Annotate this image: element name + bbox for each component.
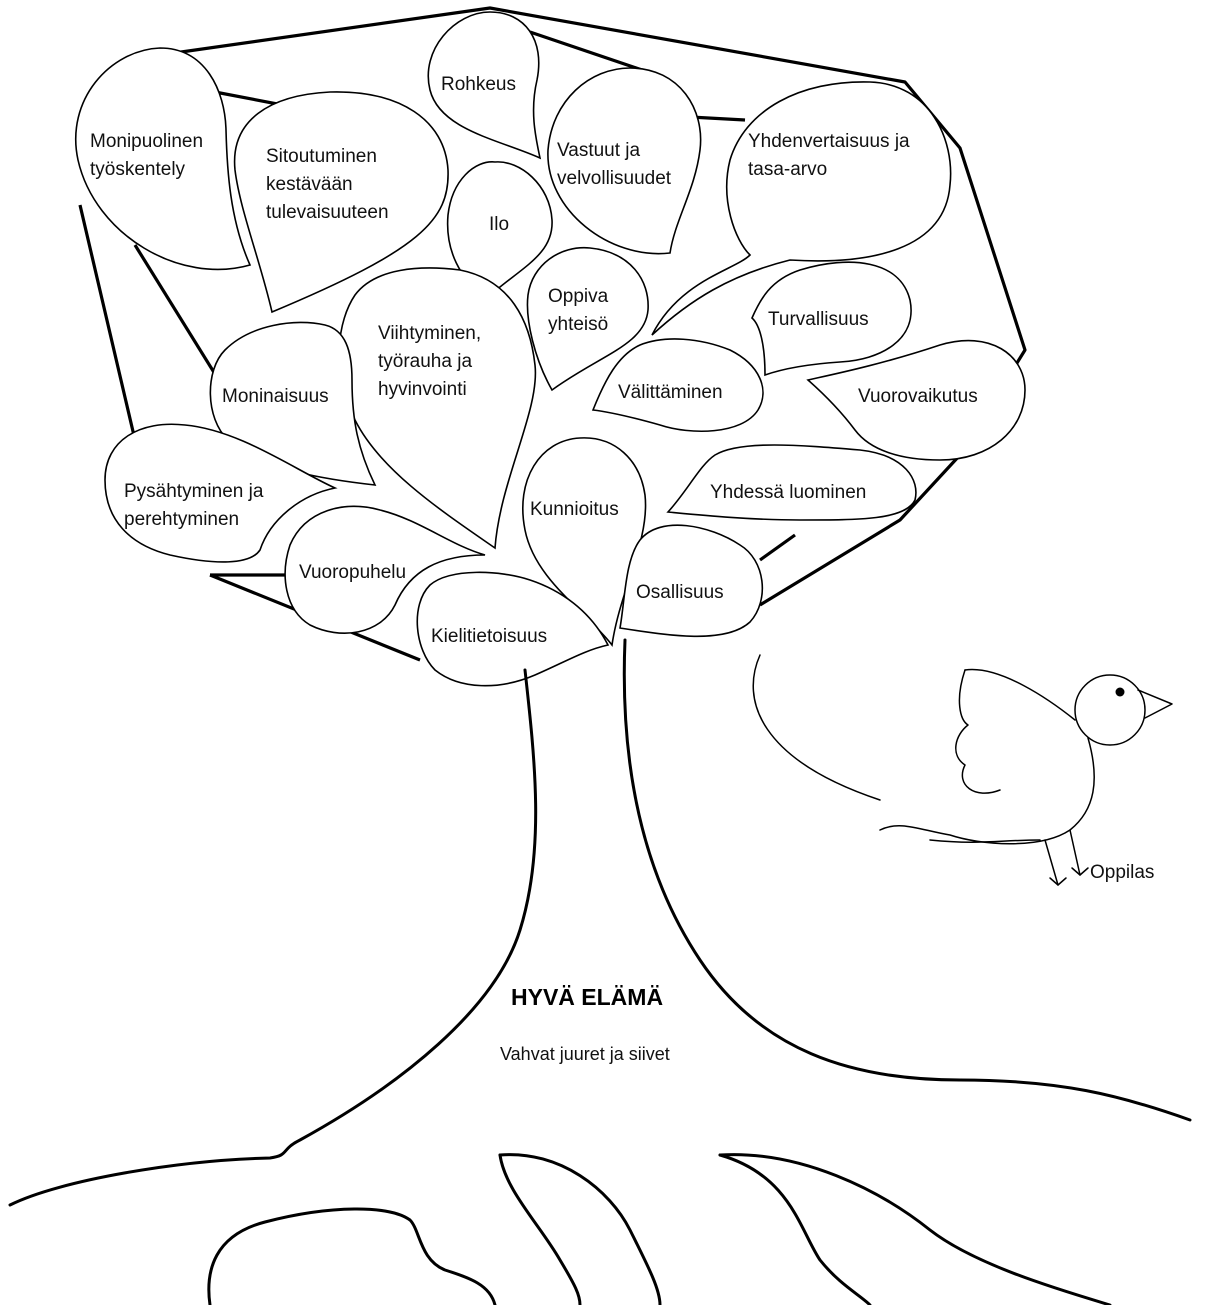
bird-illustration bbox=[879, 668, 1173, 886]
label-osallisuus: Osallisuus bbox=[636, 582, 724, 603]
leaf-valittaminen bbox=[591, 338, 764, 433]
bird-eye bbox=[1115, 687, 1125, 697]
label-vuorovaikutus: Vuorovaikutus bbox=[858, 386, 978, 407]
leaf-labels: Monipuolinen työskentely Sitoutuminen ke… bbox=[90, 74, 978, 647]
leaf-vastuut bbox=[547, 67, 702, 255]
label-yhdenvertaisuus: Yhdenvertaisuus ja tasa-arvo bbox=[748, 131, 915, 180]
leaves bbox=[75, 11, 1026, 687]
leaf-vuorovaikutus bbox=[806, 339, 1026, 461]
label-valittaminen: Välittäminen bbox=[618, 382, 723, 403]
leaf-oppiva bbox=[526, 246, 649, 392]
leaf-rohkeus bbox=[427, 11, 542, 160]
label-yhdessa: Yhdessä luominen bbox=[710, 482, 866, 503]
label-turvallisuus: Turvallisuus bbox=[768, 309, 869, 330]
label-viihtyminen: Viihtyminen, työrauha ja hyvinvointi bbox=[378, 323, 486, 400]
bird-label: Oppilas bbox=[1090, 862, 1154, 883]
leaf-turvallisuus bbox=[751, 261, 912, 377]
motion-arc bbox=[752, 654, 881, 801]
leaf-pysahtyminen bbox=[104, 423, 338, 563]
label-vuoropuhelu: Vuoropuhelu bbox=[299, 562, 406, 583]
label-ilo: Ilo bbox=[489, 214, 509, 235]
leaf-osallisuus bbox=[619, 524, 764, 638]
leaf-kielitietoisuus bbox=[416, 571, 610, 687]
label-kielitietoisuus: Kielitietoisuus bbox=[431, 626, 547, 647]
leaf-yhdessa bbox=[666, 444, 917, 521]
label-vastuut: Vastuut ja velvollisuudet bbox=[557, 140, 672, 189]
label-monipuolinen: Monipuolinen työskentely bbox=[90, 131, 208, 180]
label-pysahtyminen: Pysähtyminen ja perehtyminen bbox=[124, 481, 269, 530]
label-sitoutuminen: Sitoutuminen kestävään tulevaisuuteen bbox=[266, 146, 389, 223]
diagram-subtitle: Vahvat juuret ja siivet bbox=[500, 1044, 670, 1064]
leaf-viihtyminen bbox=[338, 267, 537, 550]
leaf-sitoutuminen bbox=[233, 91, 449, 314]
tree-roots bbox=[207, 1153, 1112, 1305]
label-rohkeus: Rohkeus bbox=[441, 74, 516, 95]
label-kunnioitus: Kunnioitus bbox=[530, 499, 619, 520]
leaf-yhdenvertaisuus bbox=[651, 81, 952, 336]
leaf-ilo bbox=[446, 161, 553, 300]
diagram-title: HYVÄ ELÄMÄ bbox=[511, 984, 663, 1010]
leaf-monipuolinen bbox=[75, 47, 252, 271]
label-moninaisuus: Moninaisuus bbox=[222, 386, 329, 407]
tree-trunk bbox=[8, 638, 1192, 1207]
leaf-vuoropuhelu bbox=[284, 505, 486, 634]
label-oppiva: Oppiva yhteisö bbox=[548, 286, 613, 335]
